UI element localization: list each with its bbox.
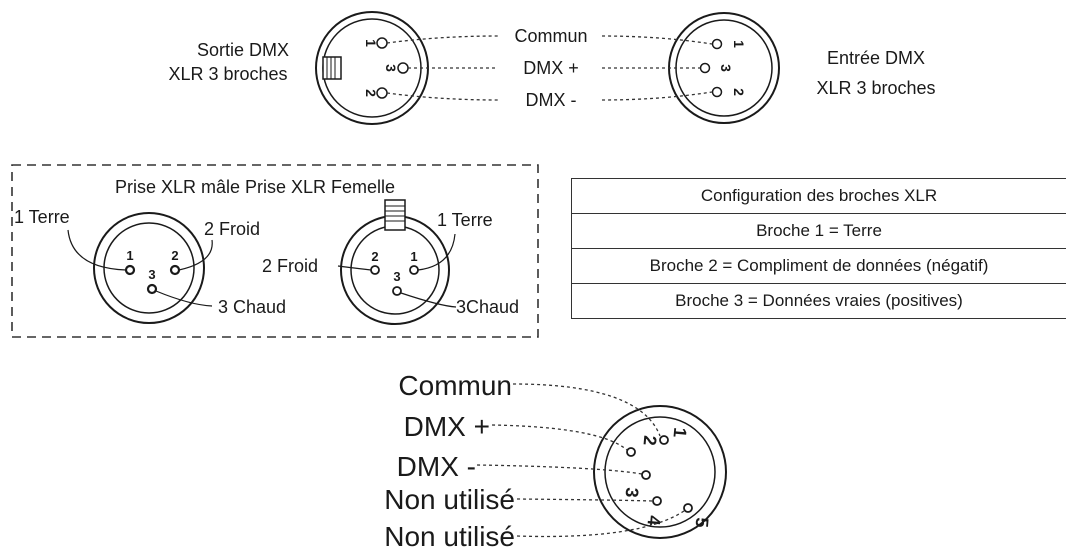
output-caption-line2: XLR 3 broches: [168, 64, 287, 84]
table-cell-pin1: Broche 1 = Terre: [571, 213, 1066, 249]
female-pin3-chaud-label: 3Chaud: [456, 297, 519, 317]
commun-wire: [386, 35, 499, 44]
male-pin1-terre-label: 1 Terre: [14, 207, 70, 227]
table-row: Broche 3 = Données vraies (positives): [571, 283, 1066, 319]
xlr5-pin-2-number: 2: [640, 435, 661, 447]
table-row: Configuration des broches XLR: [571, 178, 1066, 214]
xlr5-commun-label: Commun: [398, 370, 512, 401]
male-pin2-froid-label: 2 Froid: [204, 219, 260, 239]
pin-configuration-table: Configuration des broches XLR Broche 1 =…: [571, 178, 1066, 319]
input-pin-1-number: 1: [731, 40, 747, 48]
female-pin2-froid-label: 2 Froid: [262, 256, 318, 276]
xlr5-pin-3-number: 3: [622, 487, 643, 499]
xlr5-connector-icon: [593, 405, 727, 539]
top-wiring-section: Sortie DMX XLR 3 broches 1 3 2 1 3: [168, 11, 936, 125]
input-xlr3-connector-icon: [668, 12, 780, 124]
input-caption-line1: Entrée DMX: [827, 48, 925, 68]
output-pin-3-number: 3: [383, 64, 399, 72]
output-pin-1-number: 1: [363, 39, 379, 47]
male-pin3-chaud-label: 3 Chaud: [218, 297, 286, 317]
table-row: Broche 2 = Compliment de données (négati…: [571, 248, 1066, 284]
male-pin-3-number: 3: [148, 267, 155, 282]
input-pin-2-number: 2: [731, 88, 747, 96]
male-xlr-connector-icon: [93, 212, 205, 324]
xlr5-dmx-minus-label: DMX -: [397, 451, 476, 482]
xlr5-dmx-plus-label: DMX +: [404, 411, 490, 442]
xlr5-pin-4-number: 4: [644, 515, 665, 527]
connectors-box: Prise XLR mâle Prise XLR Femelle 1 2 3 1…: [11, 164, 539, 338]
female-xlr-connector-icon: [340, 199, 450, 325]
signal-dmx-plus-label: DMX +: [523, 58, 579, 78]
output-pin-2-number: 2: [363, 89, 379, 97]
signal-dmx-minus-label: DMX -: [526, 90, 577, 110]
table-header-cell: Configuration des broches XLR: [571, 178, 1066, 214]
input-caption-line2: XLR 3 broches: [816, 78, 935, 98]
table-cell-pin2: Broche 2 = Compliment de données (négati…: [571, 248, 1066, 284]
signal-commun-label: Commun: [514, 26, 587, 46]
female-pin1-terre-label: 1 Terre: [437, 210, 493, 230]
male-pin-2-number: 2: [171, 248, 178, 263]
table-row: Broche 1 = Terre: [571, 213, 1066, 249]
female-pin-2-number: 2: [371, 249, 378, 264]
connectors-box-title: Prise XLR mâle Prise XLR Femelle: [115, 177, 395, 197]
dmx-minus-wire: [386, 92, 499, 101]
male-pin-1-number: 1: [126, 248, 133, 263]
xlr5-pin-5-number: 5: [692, 517, 713, 529]
table-cell-pin3: Broche 3 = Données vraies (positives): [571, 283, 1066, 319]
input-pin-3-number: 3: [718, 64, 734, 72]
female-pin-3-number: 3: [393, 269, 400, 284]
xlr5-unused-label-5: Non utilisé: [384, 521, 515, 552]
xlr5-unused-label-4: Non utilisé: [384, 484, 515, 515]
xlr5-pin-1-number: 1: [670, 427, 691, 439]
female-pin-1-number: 1: [410, 249, 417, 264]
output-caption-line1: Sortie DMX: [197, 40, 289, 60]
output-xlr3-connector-icon: [315, 11, 429, 125]
five-pin-section: 1 2 3 4 5 Commun DMX + DMX - Non utilisé…: [384, 370, 727, 552]
